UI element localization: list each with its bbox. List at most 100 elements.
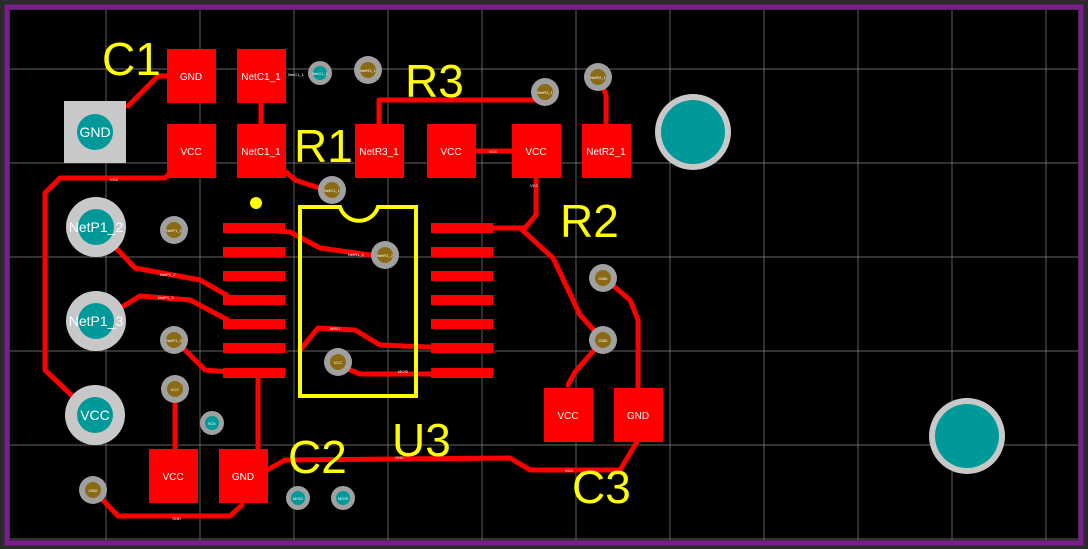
trace-label-11: VCC [565, 468, 574, 473]
hole-vcc-label: VCC [80, 407, 110, 423]
u3-pin-10 [431, 368, 493, 378]
via-8-label: GND [599, 276, 608, 281]
via-5 [324, 182, 340, 198]
u3-pin1-marker [250, 197, 262, 209]
designator-r3: R3 [405, 55, 464, 107]
via-9-label: NetP1_3 [166, 338, 182, 343]
hole-netp1-2 [78, 209, 114, 245]
pad-c2-gnd [219, 449, 268, 503]
via-7 [377, 247, 393, 263]
trace-label-9: MISO [330, 326, 340, 331]
pad-r1-top-label: NetC1_1 [241, 72, 281, 83]
hole-vcc [77, 397, 113, 433]
via-6 [166, 222, 182, 238]
pad-c3-vcc [544, 388, 593, 442]
trace-r2-vcc [467, 148, 539, 231]
via-16 [336, 491, 350, 505]
pad-c3-gnd [614, 388, 663, 442]
trace-label-1: VCC [110, 177, 119, 182]
trace-labels: VCC VCC GND NetP1_2 NetP1_3 GND NetC1_1 … [110, 72, 574, 521]
mounting-hole-top [661, 100, 725, 164]
pad-c1-gnd-label: GND [180, 72, 202, 83]
via-2 [360, 62, 376, 78]
u3-pin-7 [223, 368, 285, 378]
board-outline [4, 4, 1084, 546]
via-8 [595, 270, 611, 286]
via-7-label: NetR1_2 [377, 253, 394, 258]
ic-pads [223, 223, 493, 378]
pad-c2-vcc [149, 449, 198, 503]
hole-netp1-3 [78, 303, 114, 339]
trace-label-2: VCC [489, 149, 498, 154]
via-3-label: NetR3_1 [537, 90, 554, 95]
pad-c3-vcc-label: VCC [557, 411, 578, 422]
smd-pads: GND VCC NetC1_1 NetC1_1 NetR3_1 VCC VCC … [149, 49, 663, 503]
pad-r3-vcc [427, 124, 476, 178]
via-16-label: MOSI [338, 496, 348, 501]
hole-gnd-label: GND [79, 124, 110, 140]
trace-ic-mid [297, 325, 453, 353]
pad-r3-label: NetR3_1 [359, 147, 399, 158]
pad-r2 [582, 124, 631, 178]
designator-u3: U3 [392, 414, 451, 466]
u3-pin-5 [223, 319, 285, 329]
pad-c2-vcc-label: VCC [162, 472, 183, 483]
pad-r1-top [237, 49, 286, 103]
u3-pin-11 [431, 343, 493, 353]
u3-pin-13 [431, 295, 493, 305]
pad-r2-label: NetR2_1 [586, 147, 626, 158]
trace-label-6: GND [172, 516, 181, 521]
u3-pin-12 [431, 319, 493, 329]
trace-label-7: NetC1_1 [288, 72, 305, 77]
pad-r2-vcc-label: VCC [525, 147, 546, 158]
via-11-label: VCC [334, 360, 343, 365]
hole-netp1-3-label: NetP1_3 [69, 313, 124, 329]
designator-r2: R2 [560, 195, 619, 247]
silkscreen [298, 205, 418, 398]
trace-label-5: NetP1_3 [158, 295, 174, 300]
via-14 [85, 482, 101, 498]
mounting-hole-bottom [935, 404, 999, 468]
hole-netp1-2-label: NetP1_2 [69, 219, 124, 235]
trace-label-10: MOSI [398, 369, 408, 374]
trace-label-3: GND [395, 455, 404, 460]
designator-c2: C2 [288, 431, 347, 483]
via-10-label: GND [599, 338, 608, 343]
trace-bottom-bus [255, 437, 641, 478]
via-9 [166, 332, 182, 348]
via-5-label: NetC1_1 [324, 188, 341, 193]
via-2-label: NetR3_1 [360, 68, 377, 73]
trace-label-4: NetP1_2 [160, 272, 176, 277]
pad-c3-gnd-label: GND [627, 411, 649, 422]
via-4 [590, 69, 606, 85]
u3-pin-15 [431, 247, 493, 257]
trace-c3-vcc [565, 337, 606, 388]
via-1 [313, 66, 327, 80]
through-holes: GND NetP1_2 NetP1_3 VCC [64, 94, 1005, 474]
u3-pin-16 [431, 223, 493, 233]
u3-outline [298, 205, 418, 398]
via-12 [167, 381, 183, 397]
trace-label-12: VCC [530, 183, 539, 188]
pad-c1-vcc [167, 124, 216, 178]
u3-pin-6 [223, 343, 285, 353]
pad-c1-vcc-label: VCC [180, 147, 201, 158]
via-15 [291, 491, 305, 505]
via-13 [205, 416, 219, 430]
pad-r1-bottom [237, 124, 286, 178]
u3-pin-4 [223, 295, 285, 305]
pad-r2-vcc [512, 124, 561, 178]
via-11 [330, 354, 346, 370]
pad-c1-gnd [167, 49, 216, 103]
trace-c3-gnd [601, 275, 641, 403]
designator-r1: R1 [294, 120, 353, 172]
hole-gnd [77, 114, 113, 150]
pad-r3 [355, 124, 404, 178]
vias: NetC1_1 NetR3_1 NetR3_1 NetR2_1 NetC1_1 … [79, 56, 617, 510]
designator-c3: C3 [572, 461, 631, 513]
trace-ic-right [517, 225, 606, 343]
pad-r1-bottom-label: NetC1_1 [241, 147, 281, 158]
via-14-label: GND [89, 488, 98, 493]
via-3 [537, 84, 553, 100]
